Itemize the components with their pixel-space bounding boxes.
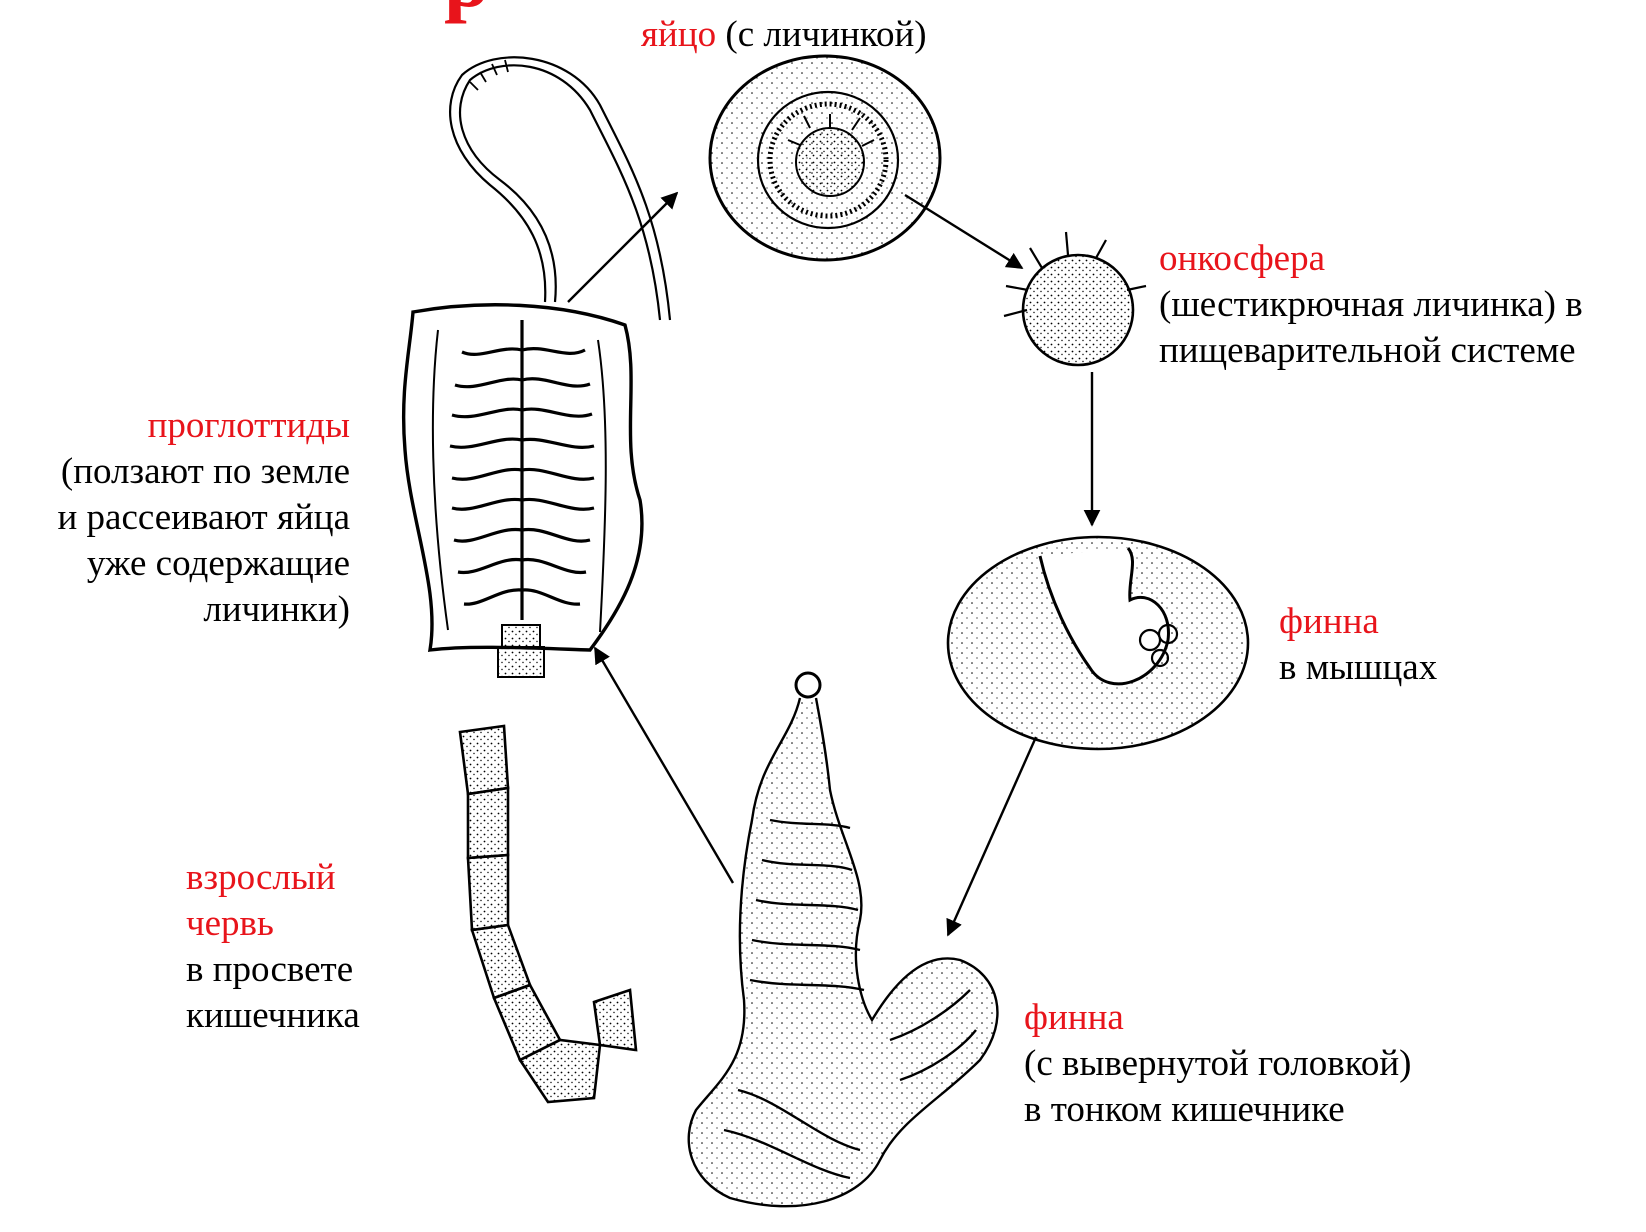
label-cyst-muscle-line1: в мышцах — [1279, 645, 1437, 691]
everted-cyst-illustration — [689, 673, 998, 1206]
egg-illustration — [710, 56, 940, 260]
label-adult-name1: взрослый — [186, 855, 360, 901]
label-cyst-gut-line1: (с вывернутой головкой) — [1024, 1041, 1411, 1087]
label-proglottids-line2: и рассеивают яйца — [57, 495, 350, 541]
label-oncosphere-name: онкосфера — [1159, 236, 1583, 282]
label-adult: взрослый червь в просвете кишечника — [186, 855, 360, 1039]
label-adult-line1: в просвете — [186, 947, 360, 993]
label-cyst-gut-line2: в тонком кишечнике — [1024, 1087, 1411, 1133]
muscle-cyst-illustration — [948, 537, 1248, 749]
label-cyst-gut-name: финна — [1024, 995, 1411, 1041]
label-oncosphere-line2: пищеварительной системе — [1159, 328, 1583, 374]
label-adult-line2: кишечника — [186, 993, 360, 1039]
label-proglottids-line4: личинки) — [57, 587, 350, 633]
label-oncosphere: онкосфера (шестикрючная личинка) в пищев… — [1159, 236, 1583, 374]
label-cyst-gut: финна (с вывернутой головкой) в тонком к… — [1024, 995, 1411, 1133]
label-egg: яйцо (с личинкой) — [641, 12, 927, 58]
label-proglottids-name: проглоттиды — [57, 403, 350, 449]
adult-worm-illustration — [460, 726, 636, 1102]
arrow-muscle-cyst-to-everted — [948, 737, 1036, 935]
oncosphere-illustration — [1004, 232, 1146, 365]
arrow-everted-to-proglottid — [595, 648, 733, 883]
label-egg-name: яйцо — [641, 14, 716, 55]
label-oncosphere-line1: (шестикрючная личинка) в — [1159, 282, 1583, 328]
label-cyst-muscle: финна в мышцах — [1279, 599, 1437, 691]
arrow-proglottid-to-egg — [568, 193, 677, 302]
label-proglottids-line3: уже содержащие — [57, 541, 350, 587]
proglottid-illustration — [404, 57, 670, 677]
label-egg-note: (с личинкой) — [716, 14, 926, 55]
label-adult-name2: червь — [186, 901, 360, 947]
label-cyst-muscle-name: финна — [1279, 599, 1437, 645]
label-proglottids: проглоттиды (ползают по земле и рассеива… — [57, 403, 350, 633]
label-proglottids-line1: (ползают по земле — [57, 449, 350, 495]
